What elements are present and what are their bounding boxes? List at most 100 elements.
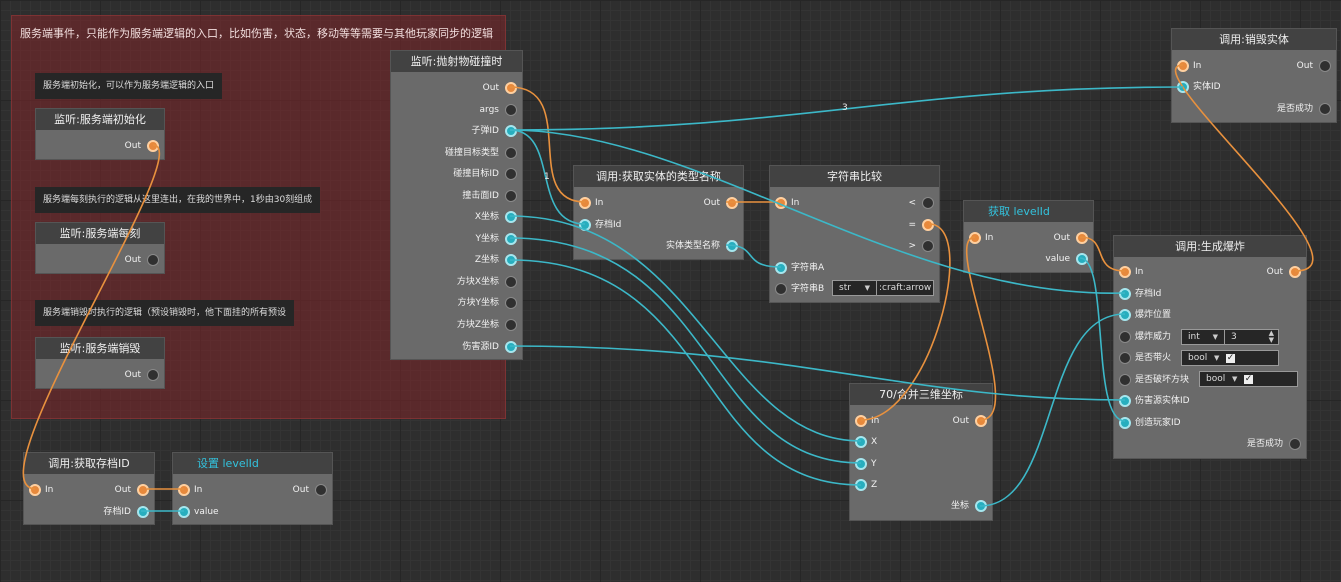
data-pin-icon[interactable]: [726, 240, 738, 252]
pin-in[interactable]: In: [1119, 264, 1169, 280]
exec-pin-icon[interactable]: [29, 484, 41, 496]
pin-out[interactable]: Out: [99, 482, 149, 498]
pin-out[interactable]: Out: [49, 252, 159, 268]
exec-pin-icon[interactable]: [147, 254, 159, 266]
pin-value[interactable]: value: [178, 504, 238, 520]
pin-type-name[interactable]: 实体类型名称: [638, 238, 738, 254]
exec-pin-icon[interactable]: [775, 197, 787, 209]
exec-pin-icon[interactable]: [315, 484, 327, 496]
exec-pin-icon[interactable]: [975, 415, 987, 427]
pin-in[interactable]: In: [178, 482, 228, 498]
exec-pin-icon[interactable]: [1119, 266, 1131, 278]
data-pin-icon[interactable]: [775, 262, 787, 274]
exec-pin-icon[interactable]: [855, 415, 867, 427]
data-pin-icon[interactable]: [505, 168, 517, 180]
data-pin-icon[interactable]: [1289, 438, 1301, 450]
pin-block-z[interactable]: 方块Z坐标: [397, 317, 517, 333]
data-pin-icon[interactable]: [505, 104, 517, 116]
pin-coordinate[interactable]: 坐标: [937, 498, 987, 514]
exec-pin-icon[interactable]: [137, 484, 149, 496]
exec-pin-icon[interactable]: [1289, 266, 1301, 278]
pin-args[interactable]: args: [397, 102, 517, 118]
data-pin-icon[interactable]: [579, 219, 591, 231]
pin-x[interactable]: X坐标: [397, 209, 517, 225]
data-pin-icon[interactable]: [855, 458, 867, 470]
pin-hit-target-id[interactable]: 碰撞目标ID: [397, 166, 517, 182]
data-pin-icon[interactable]: [1119, 352, 1131, 364]
pin-y[interactable]: Y坐标: [397, 231, 517, 247]
pin-damage-source-id[interactable]: 伤害源ID: [397, 339, 517, 355]
pin-fire[interactable]: 是否带火: [1119, 350, 1179, 366]
string-b-value-input[interactable]: :craft:arrow: [876, 280, 934, 296]
data-pin-icon[interactable]: [178, 506, 190, 518]
node-server-init[interactable]: 监听:服务端初始化 Out: [35, 108, 165, 160]
pin-string-a[interactable]: 字符串A: [775, 260, 845, 276]
exec-pin-icon[interactable]: [1076, 232, 1088, 244]
power-type-select[interactable]: int▼: [1181, 329, 1225, 345]
data-pin-icon[interactable]: [505, 276, 517, 288]
pin-out[interactable]: Out: [49, 367, 159, 383]
node-projectile-hit[interactable]: 监听:抛射物碰撞时 Out args 子弹ID 碰撞目标类型 碰撞目标ID 撞击…: [390, 50, 523, 360]
exec-pin-icon[interactable]: [1177, 60, 1189, 72]
exec-pin-icon[interactable]: [178, 484, 190, 496]
node-server-tick[interactable]: 监听:服务端每刻 Out: [35, 222, 165, 274]
pin-out[interactable]: Out: [1038, 230, 1088, 246]
node-create-explosion[interactable]: 调用:生成爆炸 In Out 存档Id 爆炸位置 爆炸威力 int▼ 3▲▼ 是…: [1113, 235, 1307, 459]
pin-block-y[interactable]: 方块Y坐标: [397, 295, 517, 311]
pin-z[interactable]: Z: [855, 477, 895, 493]
pin-in[interactable]: In: [855, 413, 905, 429]
data-pin-icon[interactable]: [505, 211, 517, 223]
string-b-type-select[interactable]: str▼: [832, 280, 877, 296]
spinner-icon[interactable]: ▲▼: [1268, 329, 1274, 344]
node-destroy-entity[interactable]: 调用:销毁实体 In Out 实体ID 是否成功: [1171, 28, 1337, 123]
data-pin-icon[interactable]: [1119, 395, 1131, 407]
data-pin-icon[interactable]: [855, 436, 867, 448]
data-pin-icon[interactable]: [505, 341, 517, 353]
pin-in[interactable]: In: [775, 195, 835, 211]
data-pin-icon[interactable]: [1119, 331, 1131, 343]
data-pin-icon[interactable]: [975, 500, 987, 512]
break-checkbox[interactable]: ✓: [1244, 374, 1253, 384]
node-string-compare[interactable]: 字符串比较 In < = > 字符串A 字符串B str▼ :craft:arr…: [769, 165, 940, 303]
exec-pin-icon[interactable]: [1319, 60, 1331, 72]
pin-out[interactable]: Out: [937, 413, 987, 429]
pin-bullet-id[interactable]: 子弹ID: [397, 123, 517, 139]
pin-out[interactable]: Out: [1251, 264, 1301, 280]
pin-y[interactable]: Y: [855, 456, 895, 472]
pin-hit-face-id[interactable]: 撞击面ID: [397, 188, 517, 204]
data-pin-icon[interactable]: [855, 479, 867, 491]
pin-success[interactable]: 是否成功: [1231, 436, 1301, 452]
pin-block-x[interactable]: 方块X坐标: [397, 274, 517, 290]
fire-type-select[interactable]: bool▼✓: [1181, 350, 1279, 366]
pin-in[interactable]: In: [29, 482, 79, 498]
pin-greater[interactable]: >: [894, 238, 934, 254]
data-pin-icon[interactable]: [1119, 417, 1131, 429]
pin-player-id[interactable]: 创造玩家ID: [1119, 415, 1209, 431]
fire-checkbox[interactable]: ✓: [1226, 353, 1235, 363]
pin-in[interactable]: In: [969, 230, 1019, 246]
pin-less[interactable]: <: [894, 195, 934, 211]
data-pin-icon[interactable]: [775, 283, 787, 295]
node-combine-xyz[interactable]: 70/合并三维坐标 In Out X Y Z 坐标: [849, 383, 993, 521]
pin-z[interactable]: Z坐标: [397, 252, 517, 268]
node-get-level-id[interactable]: 获取 levelId In Out value: [963, 200, 1094, 273]
pin-out[interactable]: Out: [397, 80, 517, 96]
pin-break-blocks[interactable]: 是否破坏方块: [1119, 372, 1189, 388]
exec-pin-icon[interactable]: [922, 240, 934, 252]
node-set-level-id[interactable]: 设置 levelId In Out value: [172, 452, 333, 525]
pin-out[interactable]: Out: [1281, 58, 1331, 74]
data-pin-icon[interactable]: [505, 254, 517, 266]
data-pin-icon[interactable]: [1177, 81, 1189, 93]
pin-out[interactable]: Out: [49, 138, 159, 154]
exec-pin-icon[interactable]: [147, 140, 159, 152]
data-pin-icon[interactable]: [505, 233, 517, 245]
data-pin-icon[interactable]: [1119, 288, 1131, 300]
exec-pin-icon[interactable]: [969, 232, 981, 244]
pin-out[interactable]: Out: [678, 195, 738, 211]
pin-hit-target-type[interactable]: 碰撞目标类型: [397, 145, 517, 161]
pin-value[interactable]: value: [1028, 251, 1088, 267]
pin-source-id[interactable]: 伤害源实体ID: [1119, 393, 1209, 409]
pin-in[interactable]: In: [1177, 58, 1227, 74]
node-get-save-id[interactable]: 调用:获取存档ID In Out 存档ID: [23, 452, 155, 525]
data-pin-icon[interactable]: [137, 506, 149, 518]
